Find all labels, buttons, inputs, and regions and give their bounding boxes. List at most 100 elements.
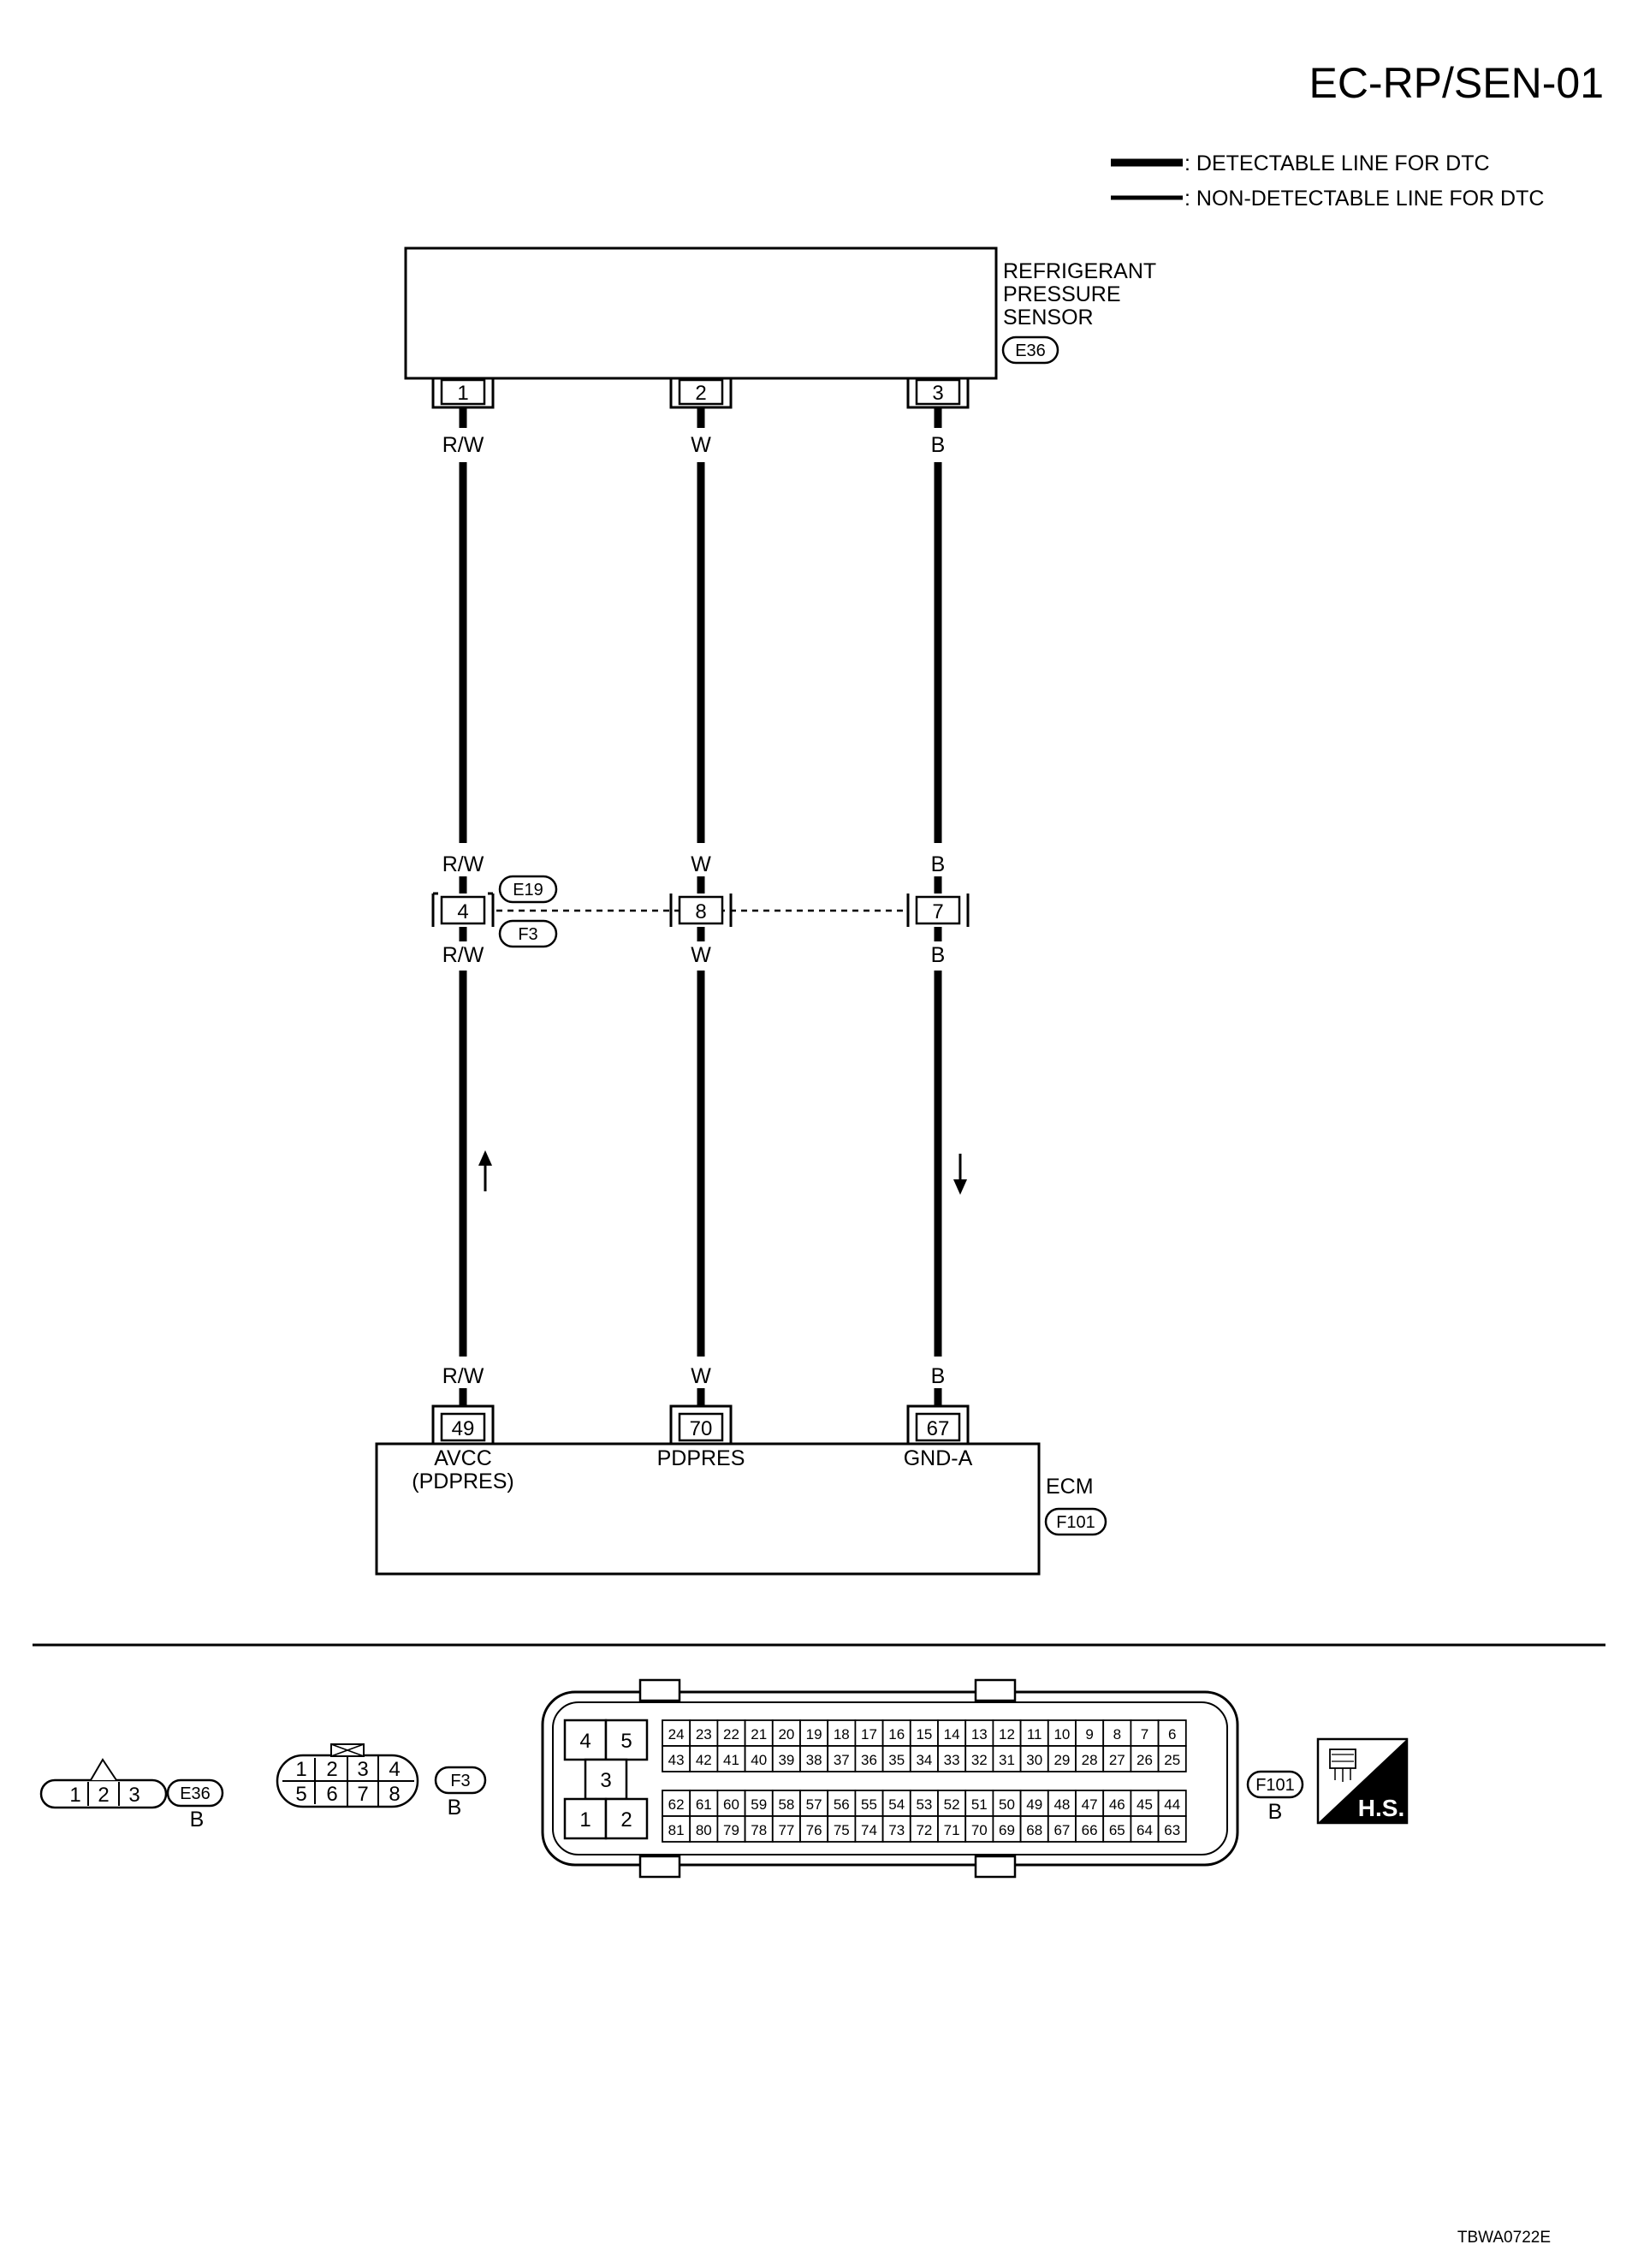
- f101-pin-label: 7: [1141, 1726, 1148, 1743]
- f101-pin-label: 49: [1026, 1796, 1042, 1813]
- f101-pin-label: 13: [971, 1726, 988, 1743]
- f101-pin-label: 39: [778, 1752, 794, 1768]
- f101-pin-cell: [1130, 1745, 1160, 1772]
- f101-pin-cell: [992, 1790, 1022, 1817]
- sensor-name-line-3: SENSOR: [1003, 306, 1094, 330]
- joint-connector-top-badge: [498, 875, 558, 904]
- f101-pin-label: 81: [668, 1822, 685, 1838]
- f101-pin-label: 9: [1085, 1726, 1093, 1743]
- f101-pin-cell: [1130, 1815, 1160, 1843]
- f101-pin-cell: [1157, 1815, 1187, 1843]
- ecm-pin-49-label: 49: [452, 1417, 475, 1440]
- hs-label: H.S.: [1358, 1795, 1404, 1821]
- sensor-component: REFRIGERANT PRESSURE SENSOR E36: [404, 246, 1156, 380]
- f101-pin-label: 28: [1082, 1752, 1098, 1768]
- sensor-wire-color-1: R/W: [442, 433, 484, 457]
- f101-pin-cell: [1157, 1790, 1187, 1817]
- e36-pin-2: 2: [98, 1784, 109, 1807]
- f3-pin-5: 5: [295, 1783, 306, 1806]
- f101-pin-label: 21: [751, 1726, 767, 1743]
- f101-pin-label: 32: [971, 1752, 988, 1768]
- ecm-pin-70-label: 70: [690, 1417, 713, 1440]
- sensor-connector-id: E36: [1015, 341, 1046, 360]
- f101-pin-label: 22: [723, 1726, 739, 1743]
- f101-big-pin-2: 2: [620, 1808, 632, 1832]
- harness-side-icon: H.S.: [1316, 1737, 1409, 1825]
- ecm-pin-70: 70: [669, 1404, 733, 1444]
- joint-color-above-3: B: [931, 852, 946, 876]
- f101-pin-label: 73: [888, 1822, 905, 1838]
- f3-view-color: B: [448, 1796, 462, 1820]
- f101-pin-label: 69: [999, 1822, 1015, 1838]
- f101-pin-cell: [909, 1815, 939, 1843]
- f101-pin-label: 36: [861, 1752, 877, 1768]
- figure-code: TBWA0722E: [1457, 2229, 1551, 2247]
- ecm-connector-id: F101: [1056, 1513, 1095, 1532]
- f101-pin-label: 31: [999, 1752, 1015, 1768]
- f101-pin-label: 70: [971, 1822, 988, 1838]
- e36-pin-1: 1: [69, 1784, 80, 1807]
- f101-pin-cell: [771, 1815, 801, 1843]
- f101-big-pin-3: 3: [600, 1769, 611, 1792]
- f101-pin-cell: [1019, 1815, 1049, 1843]
- f101-pin-cell: [909, 1745, 939, 1772]
- f101-pin-label: 35: [888, 1752, 905, 1768]
- f101-pin-label: 37: [834, 1752, 850, 1768]
- e36-pin-3: 3: [128, 1784, 139, 1807]
- f101-pin-label: 76: [806, 1822, 822, 1838]
- f101-pin-label: 72: [916, 1822, 932, 1838]
- f101-pin-label: 27: [1109, 1752, 1125, 1768]
- f101-pin-label: 79: [723, 1822, 739, 1838]
- legend-non-detectable-label: : NON-DETECTABLE LINE FOR DTC: [1184, 187, 1544, 211]
- f101-pin-label: 47: [1082, 1796, 1098, 1813]
- joint-pin-8: 8: [669, 894, 733, 927]
- f101-pin-cell: [716, 1745, 746, 1772]
- sensor-box: [404, 246, 998, 380]
- f101-pin-label: 60: [723, 1796, 739, 1813]
- f101-pin-label: 80: [696, 1822, 712, 1838]
- f101-big-pins: 4 5 3 1 2: [563, 1719, 649, 1840]
- f3-pin-3: 3: [357, 1758, 368, 1781]
- f3-pin-2: 2: [326, 1758, 337, 1781]
- f101-pin-cell: [1102, 1719, 1132, 1747]
- f3-view-id: F3: [450, 1772, 470, 1790]
- f101-pin-label: 25: [1164, 1752, 1180, 1768]
- ecm-pin-49: 49: [431, 1404, 495, 1444]
- f101-pin-label: 48: [1053, 1796, 1070, 1813]
- f101-pin-cell: [1019, 1745, 1049, 1772]
- ecm-box: [375, 1442, 1041, 1576]
- f101-pin-label: 67: [1053, 1822, 1070, 1838]
- ecm-terminal-label-70: PDPRES: [657, 1446, 745, 1470]
- joint-pin-4: 4: [431, 892, 495, 927]
- f101-view-color: B: [1268, 1800, 1283, 1824]
- f101-pin-label: 15: [916, 1726, 932, 1743]
- sensor-pin-2: 2: [669, 378, 733, 409]
- f101-pin-label: 62: [668, 1796, 685, 1813]
- f101-view-id: F101: [1255, 1776, 1295, 1795]
- f101-pin-cell: [937, 1790, 967, 1817]
- arrow-down-icon: [953, 1154, 967, 1195]
- f101-pin-label: 24: [668, 1726, 685, 1743]
- f101-pin-cell: [881, 1790, 911, 1817]
- f101-big-pin-5: 5: [620, 1730, 632, 1753]
- joint-pin-8-label: 8: [695, 900, 706, 923]
- f101-pin-cell: [662, 1815, 691, 1843]
- f101-pin-label: 45: [1137, 1796, 1153, 1813]
- joint-color-above-2: W: [691, 852, 711, 876]
- f101-pin-label: 63: [1164, 1822, 1180, 1838]
- f101-pin-cell: [964, 1790, 994, 1817]
- legend: : DETECTABLE LINE FOR DTC : NON-DETECTAB…: [1111, 151, 1544, 211]
- f101-pin-cell: [1019, 1719, 1049, 1747]
- f101-pin-label: 11: [1027, 1726, 1042, 1743]
- sensor-connector-badge: [1001, 335, 1059, 365]
- e36-view-id: E36: [180, 1784, 211, 1803]
- ecm-color-above-1: R/W: [442, 1364, 484, 1388]
- e36-view-color: B: [190, 1808, 205, 1832]
- f101-pin-cell: [799, 1815, 829, 1843]
- sensor-pin-1-label: 1: [457, 382, 468, 405]
- f101-pin-cell: [909, 1790, 939, 1817]
- sensor-pin-3: 3: [906, 378, 970, 409]
- f3-pin-7: 7: [357, 1783, 368, 1806]
